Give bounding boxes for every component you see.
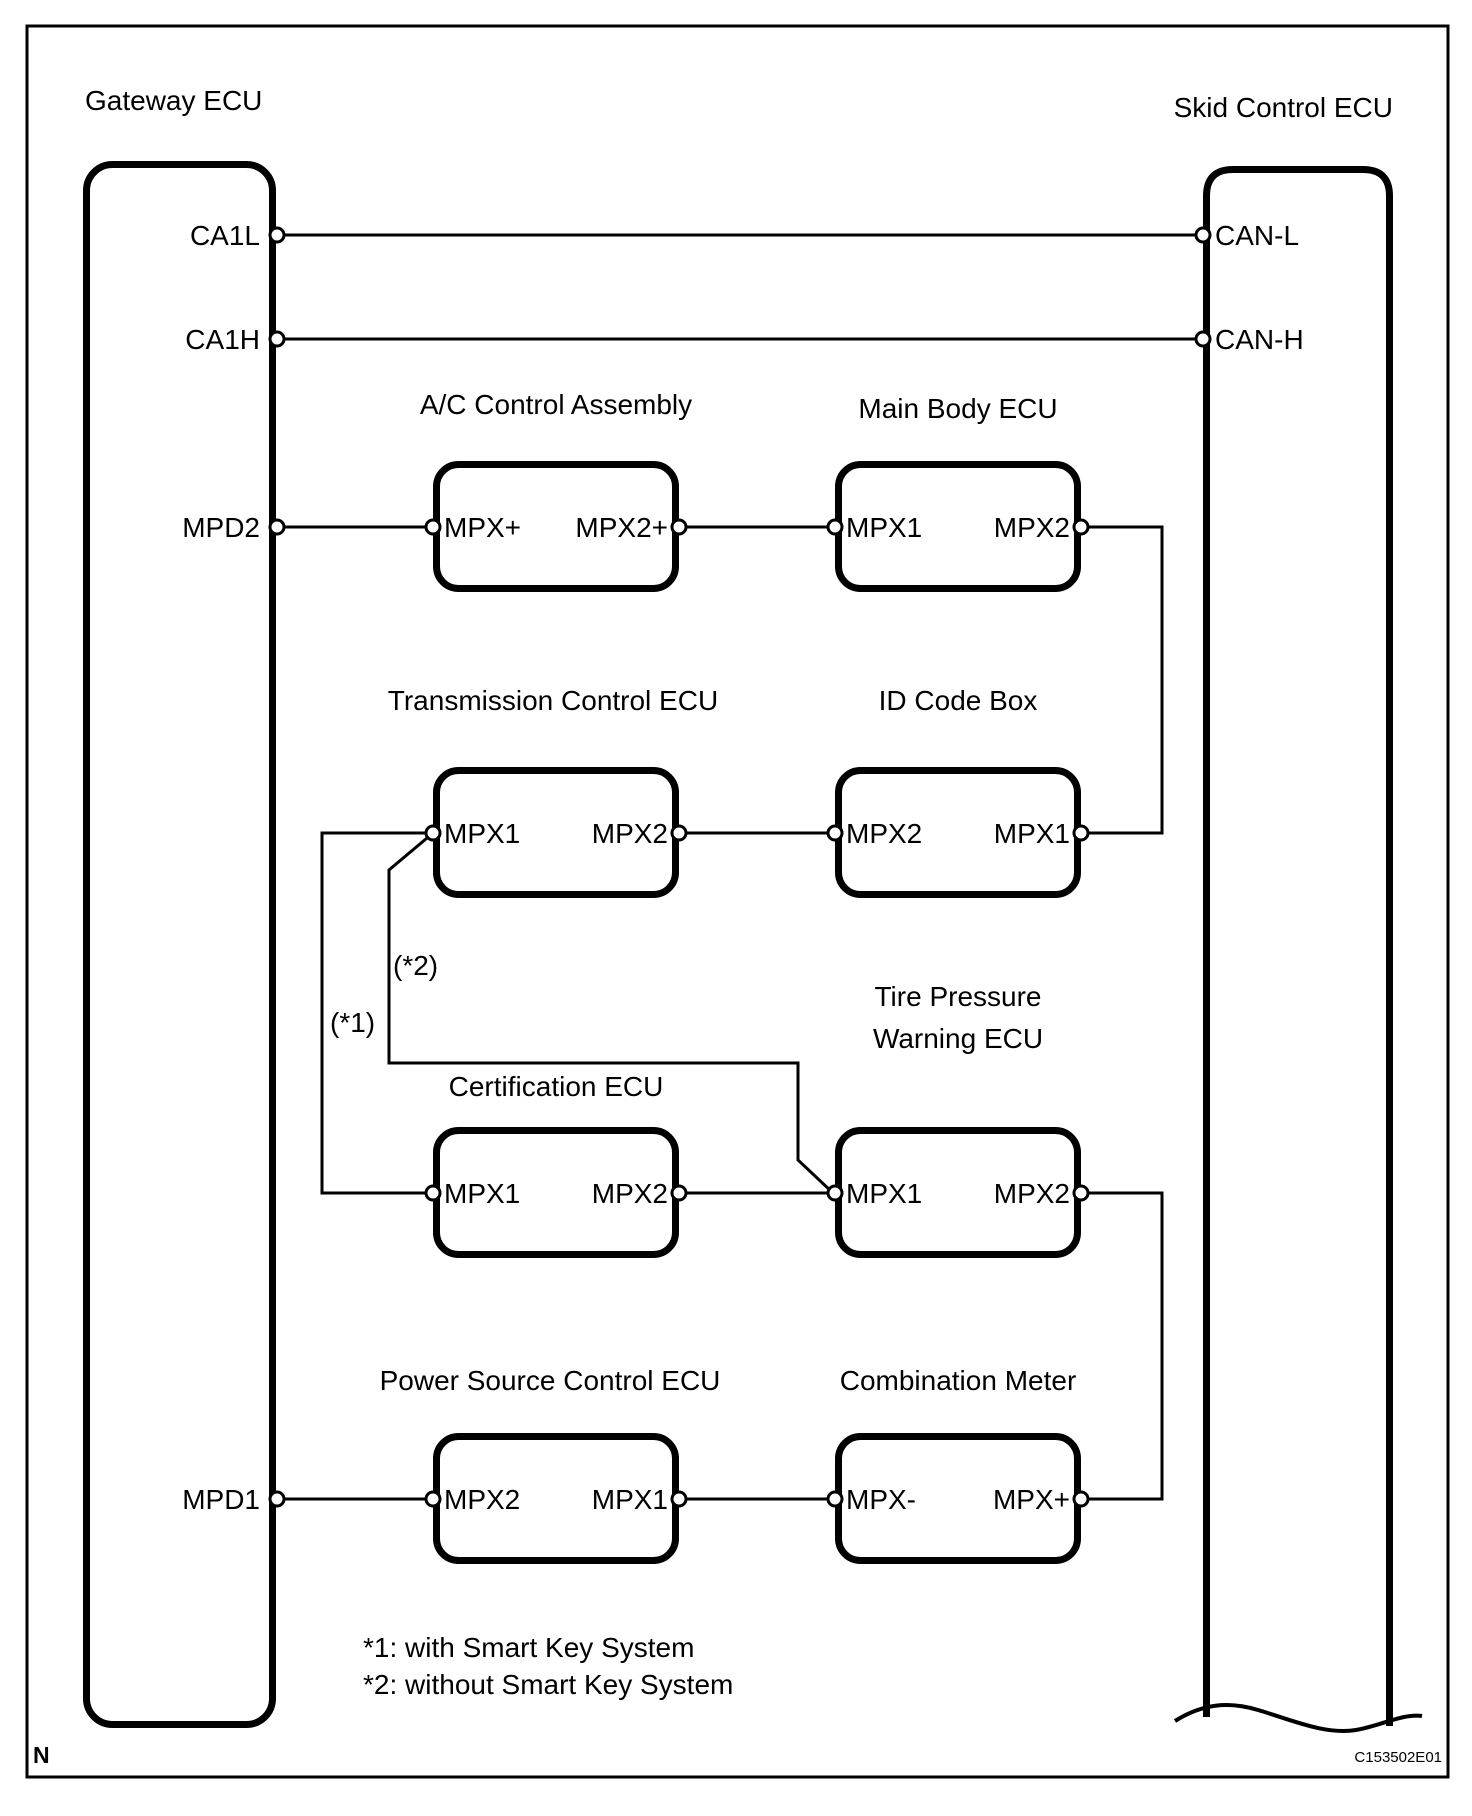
certification-right-pin: MPX2 <box>592 1178 668 1209</box>
pin-dot-transmission-left <box>424 824 442 842</box>
combination-meter-left-pin: MPX- <box>846 1484 916 1515</box>
skid-control-ecu-box <box>1203 166 1393 1726</box>
pin-dot-combmeter-left <box>826 1490 844 1508</box>
gateway-ecu-box <box>83 161 276 1728</box>
pin-dot-ac-right <box>670 518 688 536</box>
gateway-pin-mpd2: MPD2 <box>182 512 260 543</box>
transmission-control-ecu-title: Transmission Control ECU <box>388 685 718 716</box>
wire-star2-trans-to-tire <box>387 831 835 1195</box>
skid-control-ecu-torn-edge <box>1173 1703 1423 1733</box>
main-body-ecu-title: Main Body ECU <box>858 393 1057 424</box>
wire-label-star2: (*2) <box>393 950 438 981</box>
wire-label-star1: (*1) <box>330 1007 375 1038</box>
pin-dot-certification-right <box>670 1184 688 1202</box>
power-source-left-pin: MPX2 <box>444 1484 520 1515</box>
transmission-right-pin: MPX2 <box>592 818 668 849</box>
skid-control-ecu-title: Skid Control ECU <box>1174 92 1393 123</box>
certification-ecu-title: Certification ECU <box>449 1071 664 1102</box>
main-body-left-pin: MPX1 <box>846 512 922 543</box>
wire-star1-trans-to-cert <box>320 831 433 1195</box>
combination-meter-title: Combination Meter <box>840 1365 1077 1396</box>
pin-dot-tire-left <box>826 1184 844 1202</box>
pin-dot-combmeter-right <box>1072 1490 1090 1508</box>
ac-control-assembly-title: A/C Control Assembly <box>420 389 692 420</box>
note-star1: *1: with Smart Key System <box>363 1632 694 1663</box>
power-source-right-pin: MPX1 <box>592 1484 668 1515</box>
tire-pressure-right-pin: MPX2 <box>994 1178 1070 1209</box>
pin-dot-gateway-mpd2 <box>268 518 286 536</box>
skid-pin-can-h: CAN-H <box>1215 324 1304 355</box>
certification-left-pin: MPX1 <box>444 1178 520 1209</box>
power-source-control-ecu-title: Power Source Control ECU <box>380 1365 721 1396</box>
diagram-border <box>25 24 1450 1779</box>
ac-left-pin: MPX+ <box>444 512 521 543</box>
pin-dot-gateway-ca1h <box>268 330 286 348</box>
wire-mainbody-to-idcode <box>1081 525 1164 835</box>
ac-right-pin: MPX2+ <box>575 512 668 543</box>
pin-dot-power-right <box>670 1490 688 1508</box>
gateway-pin-ca1l: CA1L <box>190 220 260 251</box>
wire-tire-to-combmeter <box>1081 1191 1164 1501</box>
pin-dot-transmission-right <box>670 824 688 842</box>
note-star2: *2: without Smart Key System <box>363 1669 733 1700</box>
tire-pressure-left-pin: MPX1 <box>846 1178 922 1209</box>
pin-dot-skid-can-h <box>1194 330 1212 348</box>
pin-dot-mainbody-left <box>826 518 844 536</box>
gateway-ecu-title: Gateway ECU <box>85 85 262 116</box>
pin-dot-skid-can-l <box>1194 226 1212 244</box>
pin-dot-idcode-right <box>1072 824 1090 842</box>
figure-code: C153502E01 <box>1354 1749 1442 1766</box>
corner-mark: N <box>33 1742 50 1768</box>
skid-pin-can-l: CAN-L <box>1215 220 1299 251</box>
tire-pressure-warning-ecu-title-line2: Warning ECU <box>873 1023 1043 1054</box>
pin-dot-power-left <box>424 1490 442 1508</box>
pin-dot-gateway-mpd1 <box>268 1490 286 1508</box>
wires <box>277 233 1203 1501</box>
gateway-pin-mpd1: MPD1 <box>182 1484 260 1515</box>
pin-dot-ac-left <box>424 518 442 536</box>
pin-dot-mainbody-right <box>1072 518 1090 536</box>
pin-dot-gateway-ca1l <box>268 226 286 244</box>
pin-connectors <box>268 226 1212 1508</box>
main-body-right-pin: MPX2 <box>994 512 1070 543</box>
tire-pressure-warning-ecu-title-line1: Tire Pressure <box>874 981 1041 1012</box>
gateway-pin-ca1h: CA1H <box>185 324 260 355</box>
id-code-left-pin: MPX2 <box>846 818 922 849</box>
transmission-left-pin: MPX1 <box>444 818 520 849</box>
id-code-box-title: ID Code Box <box>879 685 1038 716</box>
combination-meter-right-pin: MPX+ <box>993 1484 1070 1515</box>
pin-dot-idcode-left <box>826 824 844 842</box>
id-code-right-pin: MPX1 <box>994 818 1070 849</box>
pin-dot-tire-right <box>1072 1184 1090 1202</box>
pin-dot-certification-left <box>424 1184 442 1202</box>
